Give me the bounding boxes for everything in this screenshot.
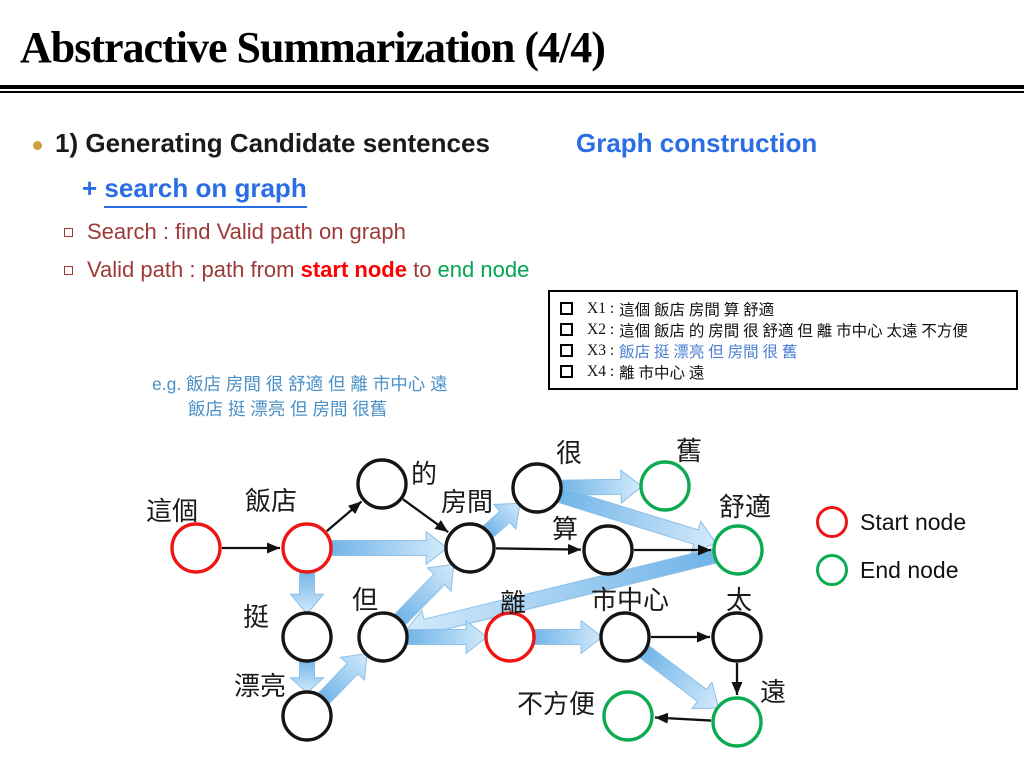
- node-legend: Start node End node: [816, 506, 966, 602]
- node-fangjian: [444, 522, 496, 574]
- node-label-de: 的: [411, 460, 437, 489]
- square-bullet-icon: [560, 302, 573, 315]
- path-arrow-piaoliang-dan: [316, 653, 368, 707]
- node-shizhongxin: [599, 611, 651, 663]
- path-arrow-fangjian-hen: [480, 502, 521, 540]
- node-label-li: 離: [500, 589, 526, 618]
- main-bullet-text: 1) Generating Candidate sentences: [55, 128, 490, 158]
- sub-bullet-valid-path: Valid path : path from start node to end…: [87, 257, 529, 283]
- sentence-id: X3 :: [587, 341, 615, 359]
- path-arrow-fandian-fangjian: [328, 530, 448, 566]
- candidate-sentence-x1: X1 : 這個 飯店 房間 算 舒適: [558, 298, 1010, 319]
- sentence-id: X1 :: [587, 299, 615, 317]
- node-label-fangjian: 房間: [441, 488, 493, 517]
- node-jiu: [639, 460, 691, 512]
- candidate-sentence-x2: X2 : 這個 飯店 的 房間 很 舒適 但 離 市中心 太遠 不方便: [558, 319, 1010, 340]
- node-label-jiu: 舊: [676, 437, 702, 466]
- candidate-sentences-box: X1 : 這個 飯店 房間 算 舒適 X2 : 這個 飯店 的 房間 很 舒適 …: [548, 290, 1018, 390]
- node-label-piaoliang: 漂亮: [234, 672, 286, 701]
- valid-path-mid: to: [406, 257, 438, 282]
- sentence-text: 這個 飯店 的 房間 很 舒適 但 離 市中心 太遠 不方便: [619, 322, 968, 340]
- path-arrow-li-shizhongxin: [531, 619, 603, 655]
- start-node-text: start node: [300, 257, 407, 282]
- path-arrow-dan-li: [404, 619, 488, 655]
- path-arrow-hen-jiu: [558, 469, 643, 505]
- edge-de-fangjian: [402, 498, 449, 534]
- end-node-text: end node: [437, 257, 530, 282]
- title-double-rule: [0, 85, 1024, 93]
- node-label-hen: 很: [556, 439, 582, 468]
- node-hen: [511, 462, 563, 514]
- search-on-graph-line: + search on graph: [82, 173, 307, 208]
- valid-path-prefix: Valid path : path from: [87, 257, 301, 282]
- edge-fandian-de: [326, 500, 363, 532]
- node-zhege: [170, 522, 222, 574]
- candidate-sentence-x3: X3 : 飯店 挺 漂亮 但 房間 很 舊: [558, 340, 1010, 361]
- sub-bullet-square-icon: [64, 266, 73, 275]
- legend-start-label: Start node: [860, 508, 967, 535]
- path-arrow-fandian-ting: [289, 569, 325, 615]
- node-label-ting: 挺: [243, 603, 269, 632]
- square-bullet-icon: [560, 323, 573, 336]
- node-tai: [711, 611, 763, 663]
- sub-bullet-square-icon: [64, 228, 73, 237]
- edge-yuan-bufangbian: [654, 712, 712, 724]
- node-suan: [582, 524, 634, 576]
- square-bullet-icon: [560, 344, 573, 357]
- node-label-suan: 算: [552, 515, 578, 544]
- path-arrow-shizhongxin-yuan: [637, 643, 720, 710]
- candidate-sentence-x4: X4 : 離 市中心 遠: [558, 361, 1010, 382]
- node-bufangbian: [602, 690, 654, 742]
- legend-end-label: End node: [860, 556, 959, 583]
- node-label-fandian: 飯店: [245, 487, 297, 516]
- bullet-dot-icon: [33, 141, 42, 150]
- edge-fangjian-suan: [495, 543, 582, 555]
- example-line-2: 飯店 挺 漂亮 但 房間 很舊: [188, 399, 388, 419]
- node-label-shizhongxin: 市中心: [591, 586, 669, 615]
- sentence-text: 這個 飯店 房間 算 舒適: [619, 301, 775, 319]
- plus-sign: +: [82, 173, 105, 203]
- sentence-text-highlighted: 飯店 挺 漂亮 但 房間 很 舊: [619, 343, 798, 361]
- example-line-1: e.g. 飯店 房間 很 舒適 但 離 市中心 遠: [152, 374, 448, 394]
- path-arrow-hen-shushi: [555, 486, 717, 554]
- node-fandian: [281, 522, 333, 574]
- node-piaoliang: [281, 690, 333, 742]
- node-label-dan: 但: [352, 586, 378, 615]
- path-arrow-dan-fangjian: [392, 563, 455, 628]
- end-node-legend-icon: [816, 554, 848, 586]
- node-label-shushi: 舒適: [719, 493, 771, 522]
- node-yuan: [711, 696, 763, 748]
- node-li: [484, 611, 536, 663]
- sentence-id: X4 :: [587, 362, 615, 380]
- node-shushi: [712, 524, 764, 576]
- node-label-tai: 太: [726, 586, 752, 615]
- node-ting: [281, 611, 333, 663]
- node-label-bufangbian: 不方便: [517, 690, 595, 719]
- path-arrow-ting-piaoliang: [289, 658, 325, 694]
- sub-bullet-search: Search : find Valid path on graph: [87, 219, 406, 244]
- node-label-zhege: 這個: [146, 497, 198, 526]
- legend-start-row: Start node: [816, 506, 966, 538]
- node-label-yuan: 遠: [760, 678, 786, 707]
- example-note: e.g. 飯店 房間 很 舒適 但 離 市中心 遠 飯店 挺 漂亮 但 房間 很…: [152, 372, 448, 422]
- legend-end-row: End node: [816, 554, 966, 586]
- graph-construction-text: Graph construction: [576, 128, 818, 158]
- slide-title: Abstractive Summarization (4/4): [20, 23, 606, 72]
- node-de: [356, 458, 408, 510]
- sentence-id: X2 :: [587, 320, 615, 338]
- node-dan: [357, 611, 409, 663]
- square-bullet-icon: [560, 365, 573, 378]
- start-node-legend-icon: [816, 506, 848, 538]
- sentence-text: 離 市中心 遠: [619, 364, 705, 382]
- search-on-graph-text: search on graph: [104, 173, 307, 208]
